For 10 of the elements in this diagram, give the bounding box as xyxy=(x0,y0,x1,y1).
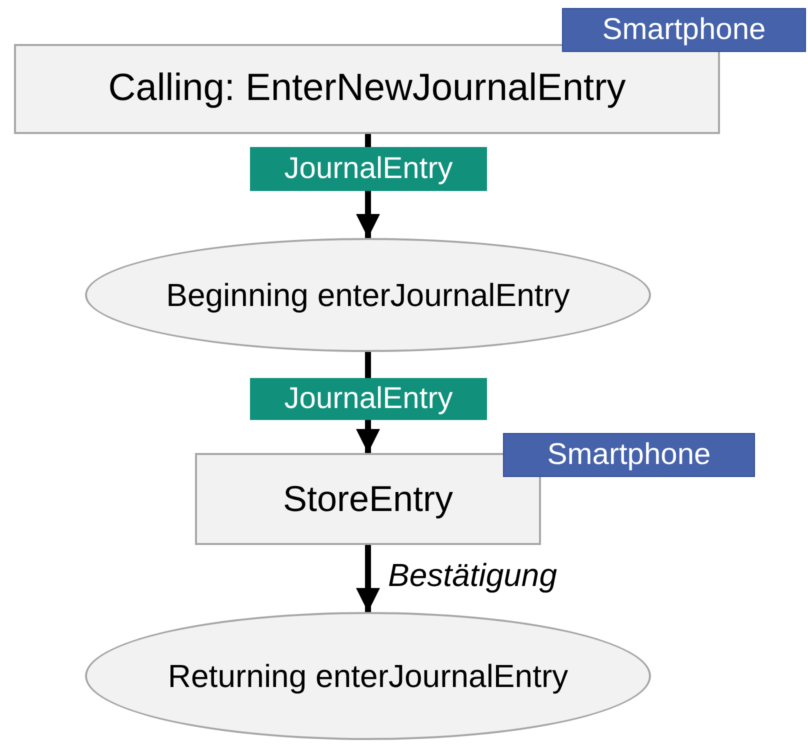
edge-label: JournalEntry xyxy=(250,147,487,191)
edge-label: Bestätigung xyxy=(388,556,558,595)
arrow xyxy=(356,545,380,612)
device-tag: Smartphone xyxy=(503,433,755,477)
state-ellipse: Beginning enterJournalEntry xyxy=(85,238,651,352)
process-box: StoreEntry xyxy=(195,453,541,545)
process-box: Calling: EnterNewJournalEntry xyxy=(14,44,720,134)
state-ellipse: Returning enterJournalEntry xyxy=(85,612,651,740)
edge-label: JournalEntry xyxy=(250,378,487,420)
device-tag: Smartphone xyxy=(562,8,806,52)
